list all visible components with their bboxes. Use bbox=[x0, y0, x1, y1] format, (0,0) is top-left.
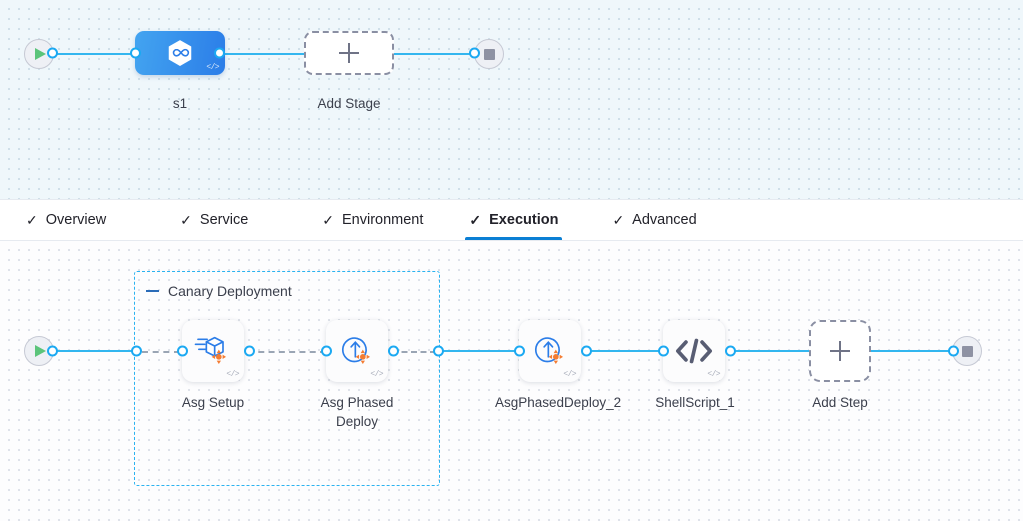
tab-advanced-label: Advanced bbox=[632, 212, 697, 228]
group-out-port[interactable] bbox=[433, 345, 444, 357]
step-label-asg-phased-deploy-2: AsgPhasedDeploy_2 bbox=[495, 395, 622, 410]
stage-start-port[interactable] bbox=[47, 47, 58, 59]
tab-environment[interactable]: ✓ Environment bbox=[306, 200, 439, 240]
check-icon: ✓ bbox=[26, 212, 38, 228]
link-asgphased2-to-shellscript bbox=[586, 350, 662, 353]
step-code-badge: </> bbox=[563, 370, 576, 379]
step-card-shellscript-1[interactable]: </> bbox=[663, 320, 725, 382]
stage-code-badge: </> bbox=[206, 63, 219, 72]
code-brackets-icon bbox=[675, 338, 713, 364]
link-shellscript-to-addstep bbox=[730, 350, 809, 353]
link-stage-to-addstage bbox=[218, 53, 310, 56]
stage-s1-out-port[interactable] bbox=[214, 47, 225, 59]
plus-icon bbox=[339, 43, 359, 63]
step-end-port[interactable] bbox=[948, 345, 959, 357]
step-asg-phased-deploy-2-out-port[interactable] bbox=[581, 345, 592, 357]
stage-node-s1[interactable]: </> bbox=[135, 31, 225, 75]
tab-overview[interactable]: ✓ Overview bbox=[10, 200, 122, 240]
link-start-to-stage bbox=[50, 53, 140, 56]
stage-start-node[interactable] bbox=[24, 39, 54, 69]
stages-canvas[interactable]: </> s1 Add Stage bbox=[0, 0, 1023, 199]
stop-icon bbox=[483, 48, 495, 60]
link-group-out-to-asgphased2 bbox=[442, 350, 518, 353]
step-shellscript-1-in-port[interactable] bbox=[658, 345, 669, 357]
step-asg-setup-in-port[interactable] bbox=[177, 345, 188, 357]
link-asgsetup-to-asgphased bbox=[248, 351, 326, 353]
check-icon: ✓ bbox=[322, 212, 334, 228]
step-asg-phased-deploy-out-port[interactable] bbox=[388, 345, 399, 357]
collapse-dash-icon[interactable] bbox=[146, 290, 159, 292]
step-group-title: Canary Deployment bbox=[168, 283, 292, 299]
add-stage-button[interactable] bbox=[304, 31, 394, 75]
step-asg-phased-deploy-2-in-port[interactable] bbox=[514, 345, 525, 357]
tab-execution[interactable]: ✓ Execution bbox=[453, 200, 574, 240]
step-card-asg-phased-deploy-2[interactable]: </> bbox=[519, 320, 581, 382]
tab-service[interactable]: ✓ Service bbox=[164, 200, 264, 240]
stage-s1-label: s1 bbox=[172, 96, 188, 111]
step-start-port[interactable] bbox=[47, 345, 58, 357]
asg-phased-deploy-icon bbox=[534, 337, 563, 364]
link-asgphased-to-group-out bbox=[392, 351, 436, 353]
step-shellscript-1-out-port[interactable] bbox=[725, 345, 736, 357]
tab-service-label: Service bbox=[199, 212, 249, 228]
check-icon: ✓ bbox=[469, 212, 482, 228]
stop-icon bbox=[961, 345, 973, 357]
check-icon: ✓ bbox=[180, 212, 192, 228]
tab-advanced[interactable]: ✓ Advanced bbox=[596, 200, 712, 240]
add-stage-label: Add Stage bbox=[317, 96, 381, 111]
asg-setup-icon bbox=[194, 336, 226, 364]
step-card-asg-setup[interactable]: </> bbox=[182, 320, 244, 382]
tab-environment-label: Environment bbox=[342, 212, 424, 228]
step-asg-phased-deploy-in-port[interactable] bbox=[321, 345, 332, 357]
check-icon: ✓ bbox=[612, 212, 625, 228]
link-start-to-group bbox=[50, 350, 138, 353]
stage-end-port[interactable] bbox=[469, 47, 480, 59]
tab-execution-label: Execution bbox=[489, 212, 559, 228]
step-code-badge: </> bbox=[707, 370, 720, 379]
step-card-asg-phased-deploy[interactable]: </> bbox=[326, 320, 388, 382]
step-code-badge: </> bbox=[370, 370, 383, 379]
asg-phased-deploy-icon bbox=[341, 337, 370, 364]
play-icon bbox=[35, 48, 46, 60]
tab-overview-label: Overview bbox=[45, 212, 107, 228]
stage-s1-in-port[interactable] bbox=[130, 47, 141, 59]
link-addstep-to-end bbox=[871, 350, 953, 353]
add-step-button[interactable] bbox=[809, 320, 871, 382]
play-icon bbox=[35, 345, 46, 357]
group-in-port[interactable] bbox=[131, 345, 142, 357]
step-group-header[interactable]: Canary Deployment bbox=[146, 283, 292, 299]
link-group-in-to-asgsetup bbox=[142, 351, 180, 353]
plus-icon bbox=[830, 341, 850, 361]
add-step-label: Add Step bbox=[812, 395, 868, 410]
stage-config-tabs: ✓ Overview ✓ Service ✓ Environment ✓ Exe… bbox=[0, 199, 1023, 241]
step-group-canary-deployment[interactable] bbox=[134, 271, 440, 486]
step-label-shellscript-1: ShellScript_1 bbox=[655, 395, 735, 410]
hexagon-infinity-icon bbox=[168, 40, 192, 66]
step-code-badge: </> bbox=[226, 370, 239, 379]
step-asg-setup-out-port[interactable] bbox=[244, 345, 255, 357]
execution-canvas[interactable]: Canary Deployment bbox=[0, 241, 1023, 521]
link-addstage-to-end bbox=[390, 53, 482, 56]
